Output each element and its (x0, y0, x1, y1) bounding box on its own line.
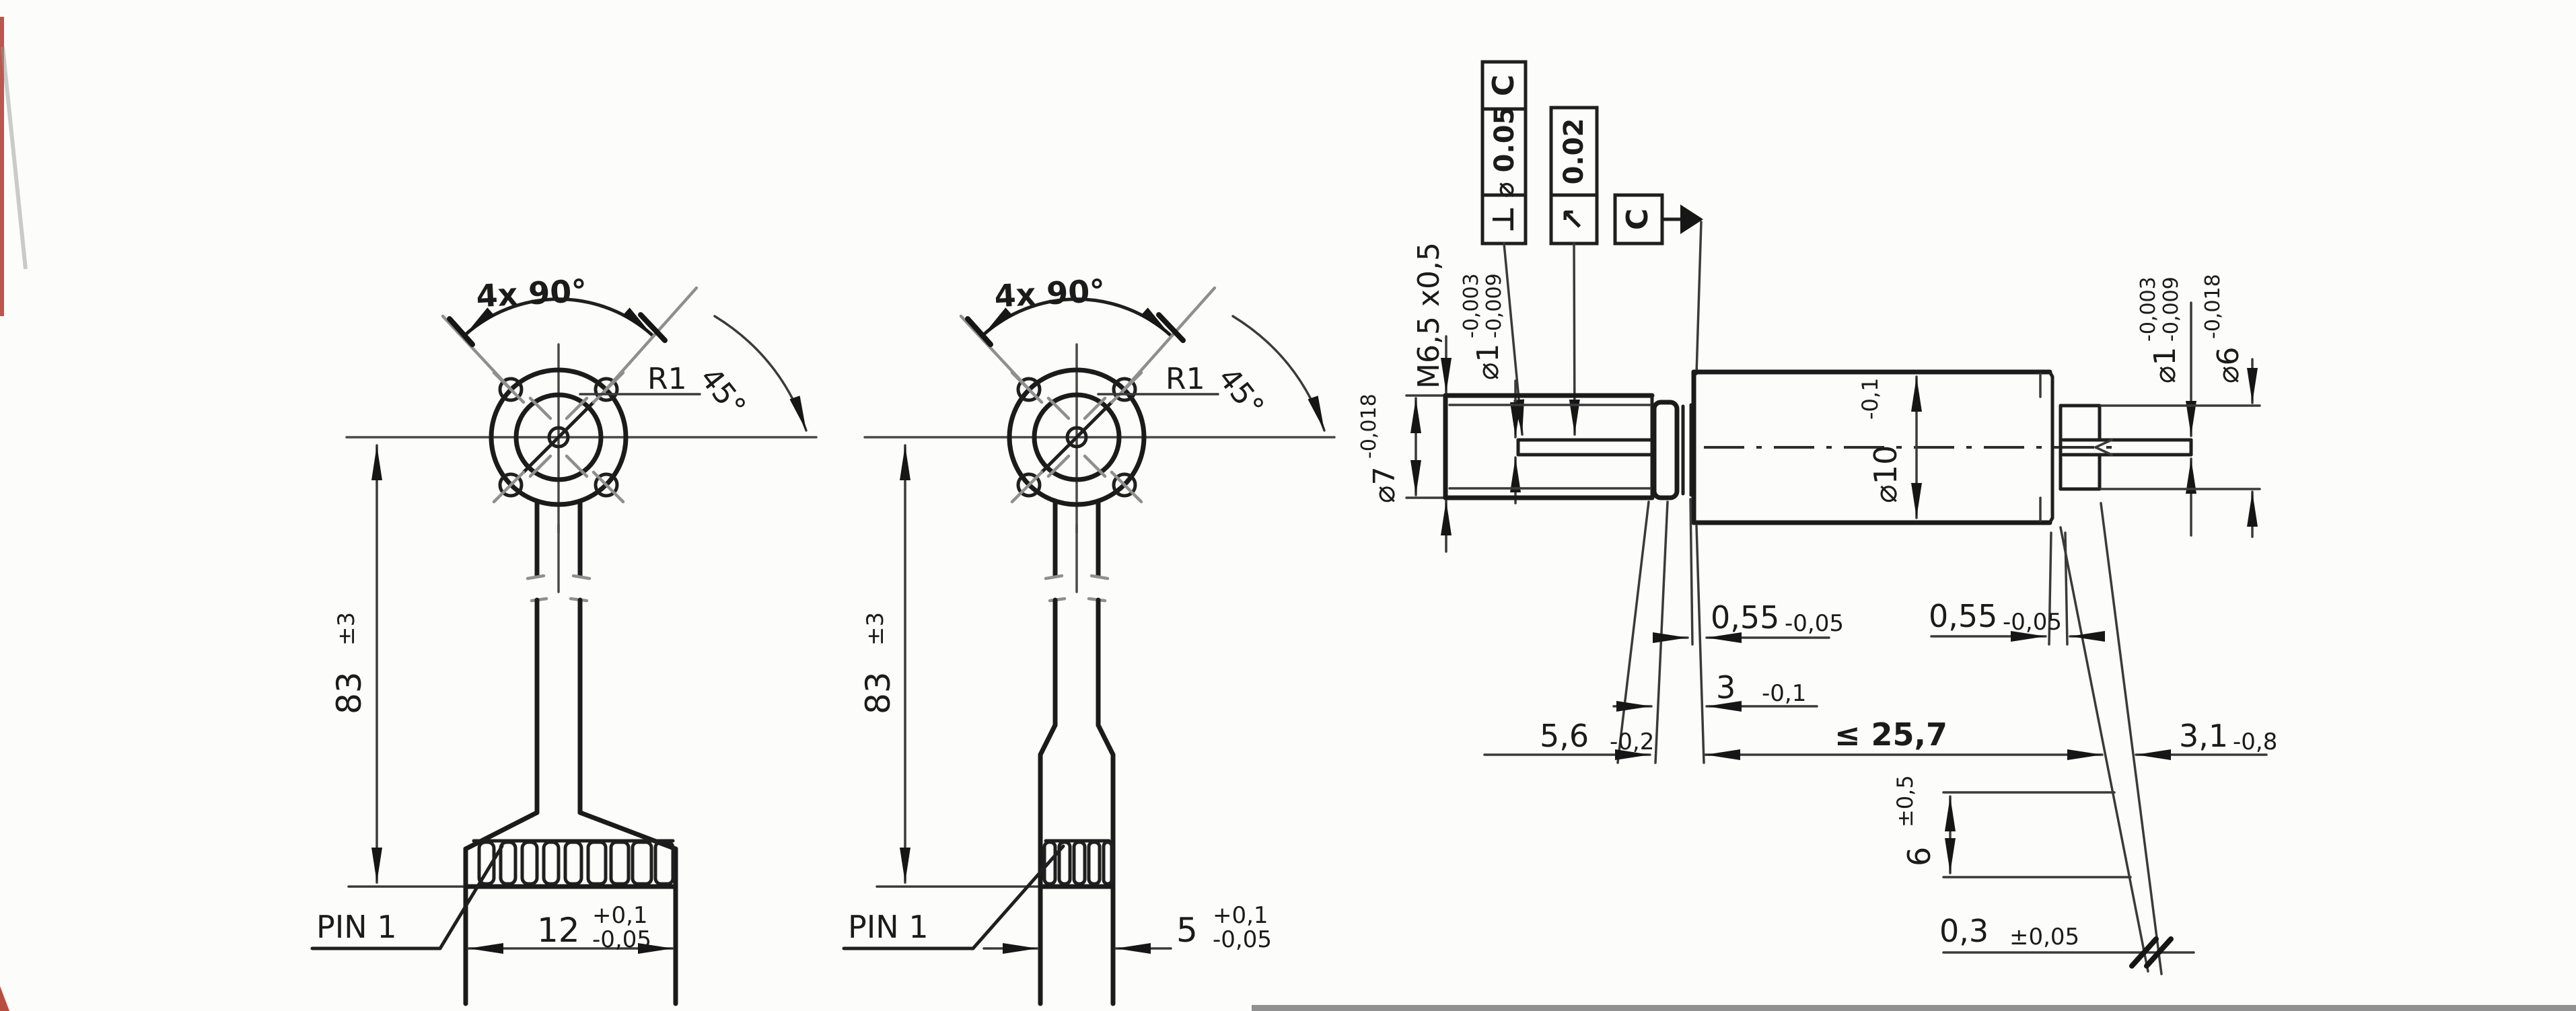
front-spacer-outline (1681, 403, 1693, 497)
pin-comb-narrow (1038, 839, 1116, 889)
front-shaft-tol-lower: -0,009 (1482, 273, 1506, 338)
left-edge-red-strip (0, 17, 4, 316)
length-value: 83 (859, 671, 898, 714)
fcf-perp-datum: C (1487, 75, 1521, 96)
datum-c-flag: C (1613, 193, 1703, 375)
left-edge-streak (1, 46, 28, 270)
fcf-runout: 0.02 ↗ (1549, 106, 1599, 436)
length-dimension: 83 ±3 (859, 444, 1042, 888)
side-view: C ⌀ 0.05 ⊥ 0.02 ↗ C ⌀7 -0,018 M6,5 x0,5 (1357, 60, 2277, 975)
front-washer-outline (1651, 400, 1680, 500)
end-gap-tol: ±0,05 (2009, 924, 2079, 950)
extension-lines (1616, 498, 2163, 975)
corner-red-mark (0, 986, 9, 1011)
rear-washer-dimension: 0,55 -0,05 (1929, 598, 2105, 642)
pattern-angle-label: 4x 90° (993, 272, 1106, 315)
pin1-callout: PIN 1 (842, 844, 1065, 950)
scan-artifacts (0, 17, 2576, 1011)
boss-length-tol: -0,2 (1610, 728, 1654, 755)
slot-depth-value: 6 (1901, 847, 1937, 866)
end-gap-value: 0,3 (1939, 913, 1989, 949)
pin1-label: PIN 1 (848, 909, 929, 945)
front-washer-dimension: 0,55 -0,05 (1653, 599, 1844, 643)
rear-shaft-tol-lower: -0,009 (2159, 276, 2183, 342)
rear-shaft-tol-upper: -0,003 (2137, 276, 2160, 342)
runout-icon: ↗ (1556, 207, 1590, 232)
pin1-label: PIN 1 (316, 909, 397, 945)
fcf-perp-tolerance: ⌀ 0.05 (1489, 106, 1520, 198)
front-shaft-label: ⌀1 -0,003 -0,009 (1460, 273, 1506, 380)
width-tol-plus: +0,1 (1213, 902, 1268, 929)
body-length-value: ≤ 25,7 (1834, 716, 1947, 753)
rear-shaft-label: ⌀1 -0,003 -0,009 (2137, 276, 2183, 383)
length-chain-dimension: 5,6 -0,2 ≤ 25,7 3,1 -0,8 (1483, 716, 2277, 760)
bushing-dia: ⌀7 (1367, 467, 1402, 503)
end-gap-dimension: 0,3 ±0,05 (1939, 913, 2195, 969)
rear-washer-tol: -0,05 (2003, 609, 2062, 636)
cable-body-outline (1038, 500, 1116, 1006)
washer-stack-tol: -0,1 (1762, 680, 1806, 707)
rear-shaft-outline (2061, 438, 2193, 457)
main-body-outline (1691, 369, 2054, 525)
length-dimension: 83 ±3 (330, 444, 467, 888)
slot-depth-tol: ±0,5 (1892, 775, 1918, 827)
rear-collar-dimension (2100, 358, 2261, 538)
datum-letter: C (1620, 209, 1655, 230)
pin-comb-wide (463, 839, 678, 889)
bottom-scan-edge (1252, 1005, 2576, 1011)
length-value: 83 (330, 671, 369, 714)
front-shaft-tol-upper: -0,003 (1460, 273, 1483, 338)
front-shaft-dia: ⌀1 (1471, 344, 1505, 380)
rear-collar-label: ⌀6 -0,018 (2201, 274, 2246, 383)
body-dimension: ⌀10 -0,1 (1857, 375, 1922, 519)
datum-triangle-icon (1680, 204, 1703, 234)
thread-label: M6,5 x0,5 (1412, 242, 1446, 389)
rear-collar-tol: -0,018 (2201, 274, 2225, 339)
bushing-label: ⌀7 -0,018 (1357, 394, 1402, 503)
length-tolerance: ±3 (333, 612, 360, 646)
washer-stack-dimension: 3 -0,1 (1612, 669, 1818, 712)
front-washer-value: 0,55 (1711, 599, 1779, 636)
slot-depth-dimension: 6 ±0,5 (1892, 775, 2132, 878)
bushing-tol: -0,018 (1357, 394, 1381, 459)
rear-washer-value: 0,55 (1929, 598, 1997, 634)
corner-radius-label: R1 (647, 362, 687, 396)
bushing-dimension (1405, 394, 1445, 499)
body-tol: -0,1 (1857, 378, 1883, 420)
width-tol-minus: -0,05 (592, 926, 651, 953)
rear-collar-dia: ⌀6 (2211, 347, 2246, 383)
thread-spec: M6,5 x0,5 (1412, 242, 1446, 389)
rear-length-tol: -0,8 (2233, 728, 2277, 755)
perpendicularity-icon: ⊥ (1487, 206, 1521, 233)
fcf-perpendicularity: C ⌀ 0.05 ⊥ (1480, 60, 1528, 436)
front-washer-tol: -0,05 (1785, 610, 1844, 637)
front-shaft-outline (1516, 438, 1654, 457)
corner-radius-label: R1 (1166, 362, 1205, 396)
length-tolerance: ±3 (862, 612, 889, 646)
pin1-callout: PIN 1 (310, 844, 504, 950)
cable-body-outline (463, 500, 678, 1006)
fcf-runout-tolerance: 0.02 (1559, 118, 1589, 185)
rear-collar-outline (2059, 404, 2102, 491)
width-value: 12 (537, 911, 580, 950)
width-value: 5 (1176, 911, 1198, 950)
rear-shaft-dia: ⌀1 (2148, 347, 2182, 383)
width-tol-plus: +0,1 (592, 902, 648, 929)
width-dimension: 5 +0,1 -0,05 (982, 902, 1272, 954)
width-dimension: 12 +0,1 -0,05 (467, 902, 674, 954)
pattern-angle-label: 4x 90° (475, 272, 587, 315)
boss-length-value: 5,6 (1540, 718, 1589, 754)
width-tol-minus: -0,05 (1213, 926, 1272, 953)
body-dia: ⌀10 (1867, 445, 1904, 503)
rear-length-value: 3,1 (2179, 718, 2228, 754)
washer-stack-value: 3 (1716, 669, 1736, 706)
